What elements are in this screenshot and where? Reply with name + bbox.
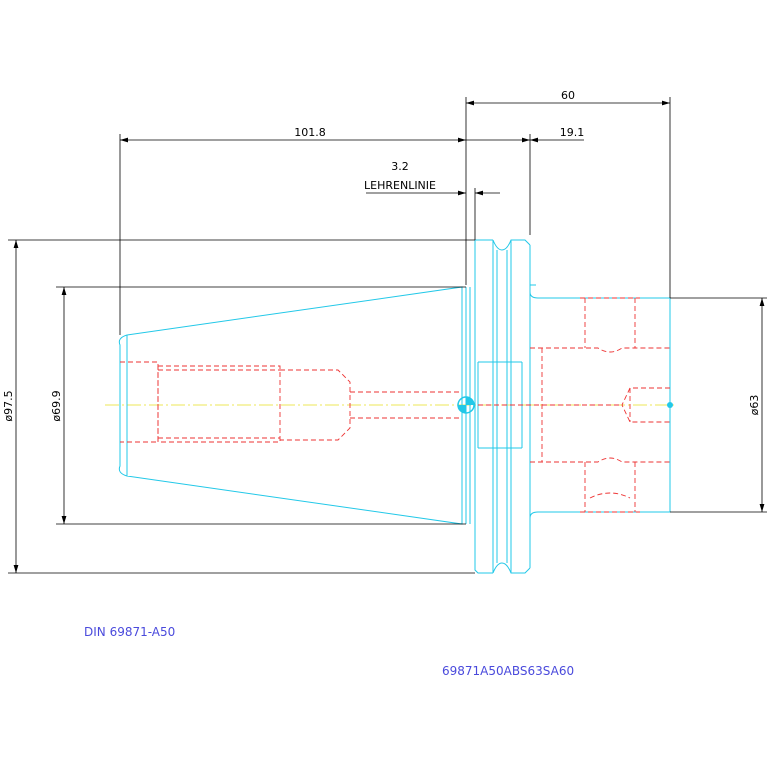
dim-dia-63: ø63 — [670, 297, 767, 513]
dim-19-1-text: 19.1 — [560, 126, 585, 139]
dim-dia-97-5-text: ø97.5 — [2, 390, 15, 421]
dim-60-text: 60 — [561, 89, 575, 102]
dim-dia-63-text: ø63 — [748, 395, 761, 416]
dim-dia-97-5: ø97.5 — [2, 239, 475, 574]
dim-101-8: 101.8 — [119, 126, 466, 335]
center-mark-left — [457, 396, 475, 414]
dim-3-2-text: 3.2 — [391, 160, 409, 173]
part-number-label: 69871A50ABS63SA60 — [442, 664, 574, 678]
dim-dia-69-9: ø69.9 — [50, 286, 466, 525]
dim-60: 60 — [465, 89, 671, 298]
standard-label: DIN 69871-A50 — [84, 625, 175, 639]
dim-101-8-text: 101.8 — [294, 126, 326, 139]
center-mark-right — [667, 402, 673, 408]
flange-outline — [465, 239, 671, 574]
gauge-line-label: LEHRENLINIE — [364, 179, 436, 192]
dim-19-1: 19.1 — [466, 126, 584, 235]
taper-outline — [118, 286, 463, 525]
hidden-lines — [120, 297, 670, 513]
dim-dia-69-9-text: ø69.9 — [50, 390, 63, 421]
dim-3-2: 3.2 LEHRENLINIE — [364, 160, 500, 240]
